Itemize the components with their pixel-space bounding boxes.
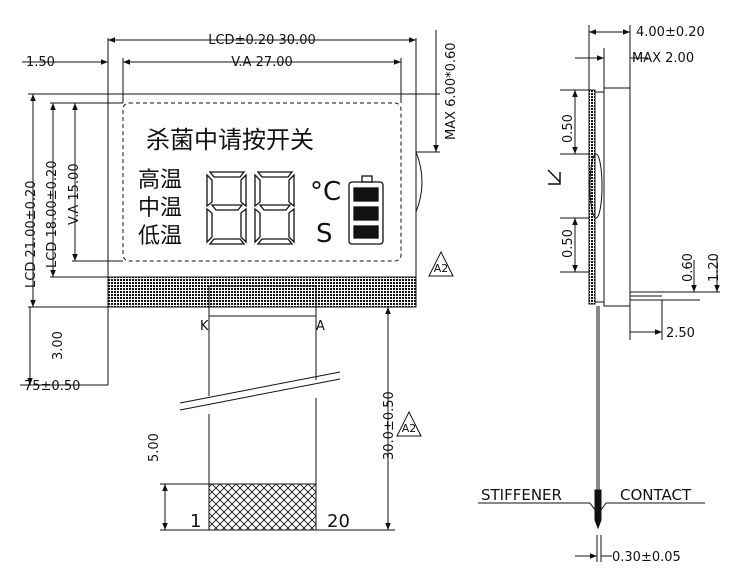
side-view (478, 25, 720, 562)
lower-gap-label: 0.50 (561, 229, 576, 258)
va-width-label: V.A 27.00 (231, 55, 293, 70)
contact-label: CONTACT (620, 486, 692, 504)
seven-segment-digits (206, 171, 295, 245)
fpc-length-label: 30.0±0.50 (382, 391, 397, 460)
mode-high-label: 高温 (138, 168, 182, 193)
bottom-strip-label: 3.00 (51, 331, 66, 360)
stiffener-area (208, 483, 317, 531)
fpc-thickness-label: 0.30±0.05 (612, 550, 681, 565)
revision-triangle (396, 410, 422, 437)
side-bulge-ellipse (589, 153, 603, 219)
left-offset-label: 1.50 (26, 55, 55, 70)
upper-gap-label: 0.50 (561, 114, 576, 143)
lead-span-label: 1.20 (707, 253, 722, 282)
lcd-inner-height-label: LCD 18.00±0.20 (45, 160, 60, 268)
fpc-top-frame (208, 285, 317, 317)
unit-celsius-label: °C (310, 177, 341, 207)
max-thickness-side-label: MAX 2.00 (632, 51, 694, 66)
break-line (179, 371, 341, 404)
va-height-label: V.A 15.00 (67, 163, 82, 225)
pin-first-label: 1 (190, 511, 201, 532)
glass-back (603, 87, 631, 307)
total-thickness-label: 4.00±0.20 (636, 25, 705, 40)
mode-low-label: 低温 (138, 224, 182, 249)
glass-middle (594, 91, 605, 303)
digit-2 (254, 171, 295, 245)
revision-label: A2 (434, 262, 449, 275)
fpc-offset-label: 75±0.50 (24, 379, 80, 394)
lead-offset-label: 0.60 (681, 253, 696, 282)
pin-k-label: K (200, 319, 209, 334)
side-view-labels: 4.00±0.20 MAX 2.00 0.50 0.50 0.60 1.20 2… (481, 25, 722, 565)
break-line (179, 378, 341, 411)
battery-icon (348, 175, 384, 245)
unit-seconds-label: S (316, 219, 333, 249)
viewing-area (122, 102, 402, 262)
stiffener-length-label: 5.00 (147, 433, 162, 462)
lcd-height-label: LCD 21.00±0.20 (24, 180, 39, 288)
pin-last-label: 20 (327, 511, 350, 532)
revision-label: A2 (402, 422, 417, 435)
digit-1 (206, 171, 247, 245)
front-view-labels: LCD±0.20 30.00 V.A 27.00 1.50 MAX 6.00*0… (24, 33, 459, 532)
max-thickness-label: MAX 6.00*0.60 (444, 42, 459, 140)
lcd-width-label: LCD±0.20 30.00 (208, 33, 316, 48)
mode-mid-label: 中温 (138, 196, 182, 221)
stiffener-label: STIFFENER (481, 486, 562, 504)
revision-triangle (428, 250, 454, 277)
pin-a-label: A (316, 319, 325, 334)
bottom-strip (107, 276, 417, 308)
side-bulge (415, 151, 423, 213)
front-view (20, 30, 454, 531)
display-top-line: 杀菌中请按开关 (146, 126, 314, 154)
view-arrow-icon (547, 169, 561, 185)
lead-length-label: 2.50 (666, 326, 695, 341)
